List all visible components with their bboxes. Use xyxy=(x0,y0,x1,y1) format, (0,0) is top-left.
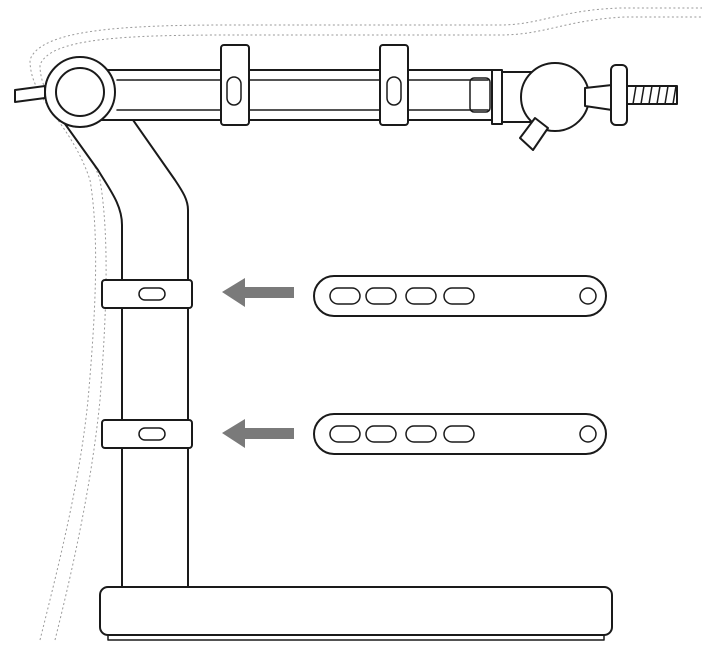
vertical-pole xyxy=(54,79,189,591)
slotted-strap-lower xyxy=(313,413,607,455)
boom-clip-right xyxy=(379,44,409,126)
mount-head xyxy=(491,62,678,151)
lower-pole-clip xyxy=(101,419,193,449)
boom-clip-left xyxy=(220,44,250,126)
horizontal-boom xyxy=(89,69,493,121)
upper-pole-clip xyxy=(101,279,193,309)
arrow-left-icon xyxy=(222,278,294,307)
screw-thread xyxy=(632,85,677,105)
pivot-joint xyxy=(14,56,116,128)
base-plate xyxy=(99,586,613,641)
arrow-left-icon xyxy=(222,419,294,448)
slotted-strap-upper xyxy=(313,275,607,317)
